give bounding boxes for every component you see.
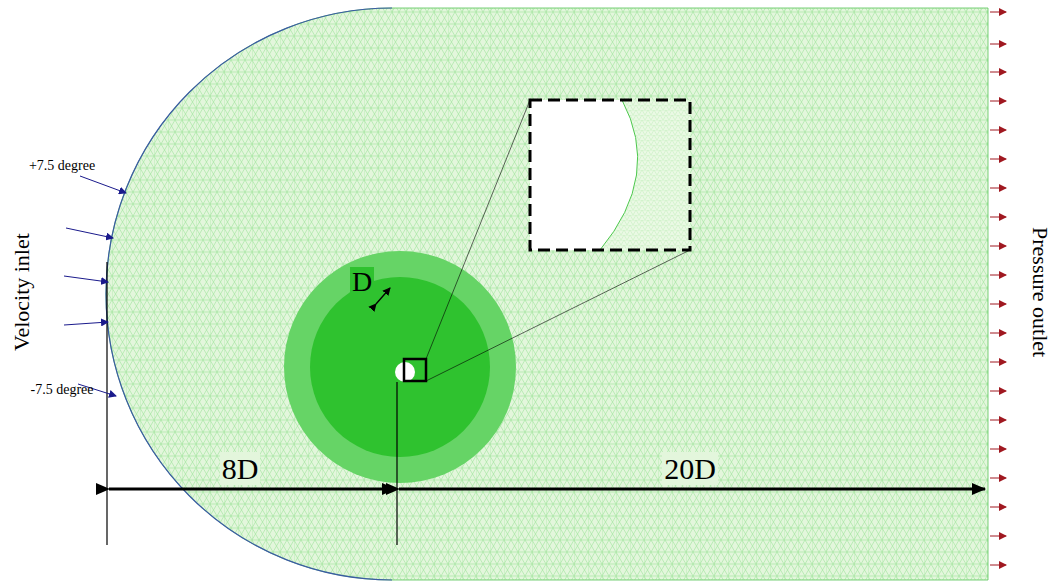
inlet-arc — [106, 8, 392, 580]
zoom-leader — [426, 100, 530, 359]
refinement-ring — [284, 251, 516, 483]
extension-line — [396, 382, 397, 545]
zoom-box — [530, 100, 690, 250]
zoom-mesh — [600, 100, 690, 250]
zoom-ground — [530, 100, 690, 250]
extension-line — [106, 262, 107, 545]
refinement-core — [310, 277, 490, 457]
boundary-label: Pressure outlet — [1028, 225, 1052, 359]
dimension-label: 20D — [662, 452, 718, 485]
dimension-label: 8D — [220, 452, 261, 485]
cylinder-wall — [600, 100, 638, 250]
diameter-label: D — [350, 267, 374, 298]
angle-label: -7.5 degree — [29, 382, 96, 397]
zoom-leader — [426, 250, 690, 381]
angle-label: +7.5 degree — [27, 158, 97, 173]
mesh-domain — [106, 8, 988, 580]
outlet-arrows — [990, 12, 1006, 565]
dimension-arrow — [399, 488, 985, 491]
dimension-arrow — [109, 488, 395, 491]
inlet-arrows — [64, 176, 126, 396]
diameter-arrow — [376, 288, 390, 304]
boundary-label: Velocity inlet — [10, 231, 34, 353]
zoom-source-box — [404, 359, 426, 381]
